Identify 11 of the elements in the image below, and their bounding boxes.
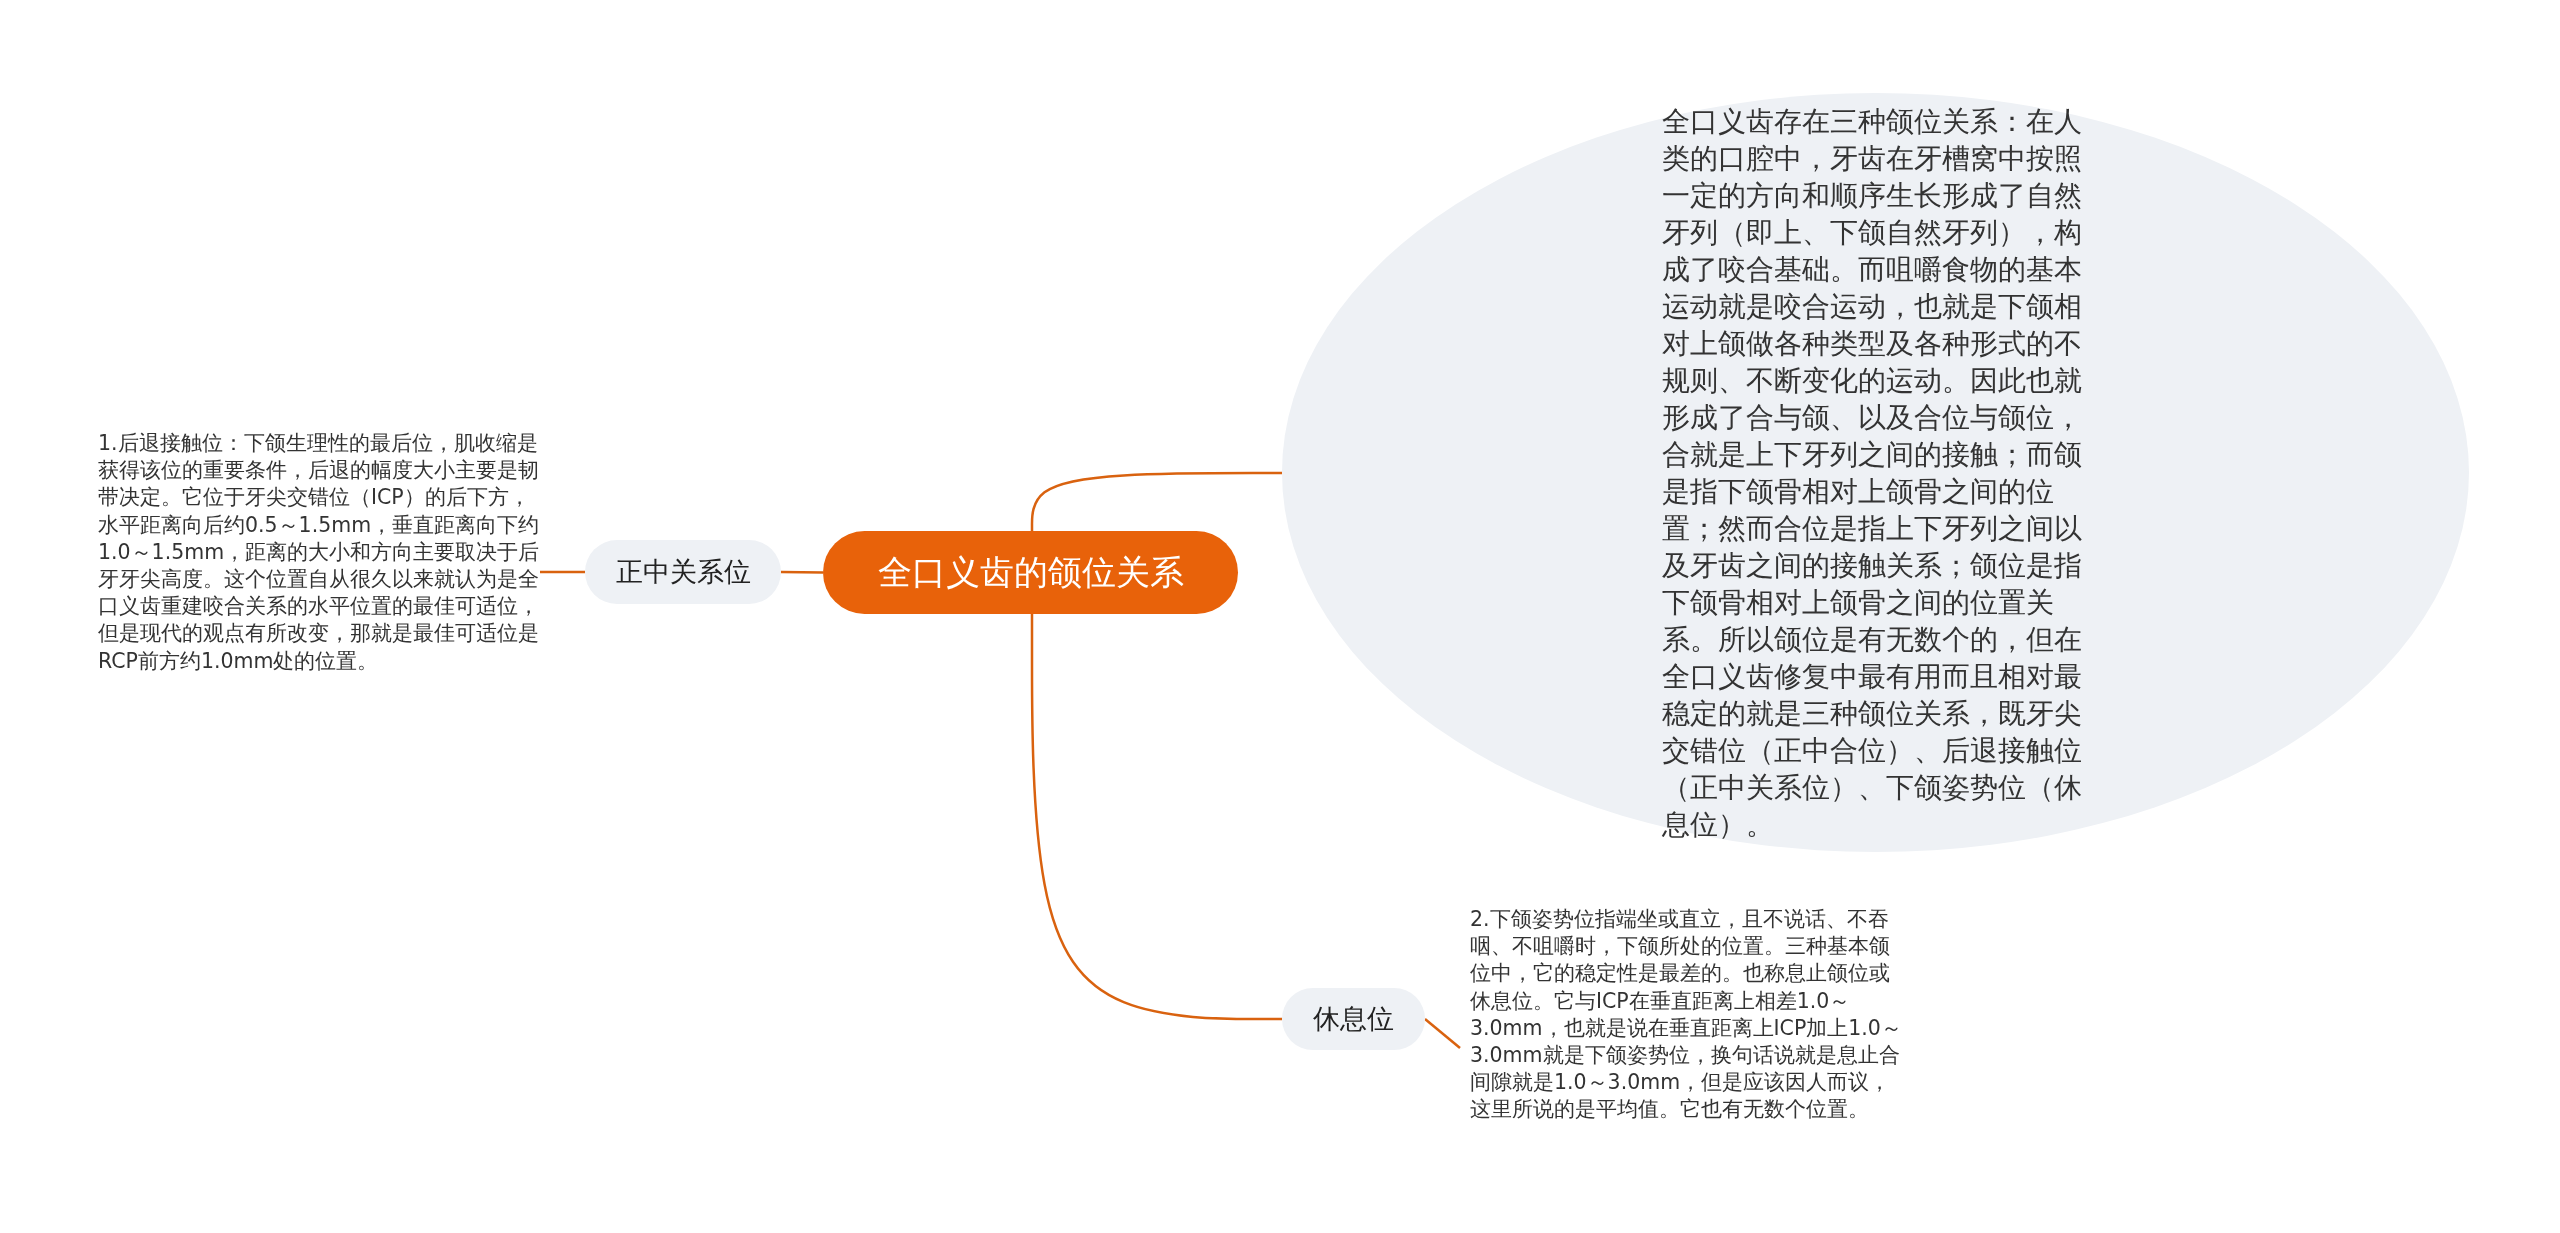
connector-line <box>1030 614 1282 1021</box>
topic-label: 正中关系位 <box>615 555 751 589</box>
connector-line <box>781 570 823 574</box>
topic-text: 全口义齿存在三种颌位关系：在人类的口腔中，牙齿在牙槽窝中按照一定的方向和顺序生长形成了自然牙列（即上、下颌自然牙列），构成了咬合基础。而咀嚼食物的基本运动就是咬合运动，也就是下颌相对上颌做各种类型及各种形式的不规则、不断变化的运动。因此也就形成了合与颌、以及合位与颌位，合就是上下牙列之间的接触；而颌是指下颌骨相对上颌骨之间的位置；然而合位是指上下牙列之间以及牙齿之间的接触关系；颌位是指下颌骨相对上颌骨之间的位置关系。所以颌位是有无数个的，但在全口义齿修复中最有用而且相对最稳定的就是三种颌位关系，既牙尖交错位（正中合位）、后退接触位（正中关系位）、下颌姿势位（休息位）。 <box>1661 103 2083 842</box>
note-text: 2.下颌姿势位指端坐或直立，且不说话、不吞咽、不咀嚼时，下颌所处的位置。三种基本颌位中，它的稳定性是最差的。也称息止颌位或休息位。它与ICP在垂直距离上相差1.0～3.0mm，也就是说在垂直距离上ICP加上1.0～3.0mm就是下颌姿势位，换句话说就是息止合间隙就是1.0～3.0mm，但是应该因人而议，这里所说的是平均值。它也有无数个位置。 <box>1470 906 1910 1124</box>
connector-line <box>540 570 585 574</box>
connector-line <box>1030 471 1282 531</box>
topic-label: 全口义齿的颌位关系 <box>877 550 1184 594</box>
note-text: 1.后退接触位：下颌生理性的最后位，肌收缩是获得该位的重要条件，后退的幅度大小主要是韧带决定。它位于牙尖交错位（ICP）的后下方，水平距离向后约0.5～1.5mm，垂直距离向下约1.0～1.5mm，距离的大小和方向主要取决于后牙牙尖高度。这个位置自从很久以来就认为是全口义齿重建咬合关系的水平位置的最佳可适位，但是现代的观点有所改变，那就是最佳可适位是RCP前方约1.0mm处的位置。 <box>98 430 544 675</box>
topic-label: 休息位 <box>1313 1002 1394 1036</box>
connector-line <box>1424 1018 1461 1049</box>
